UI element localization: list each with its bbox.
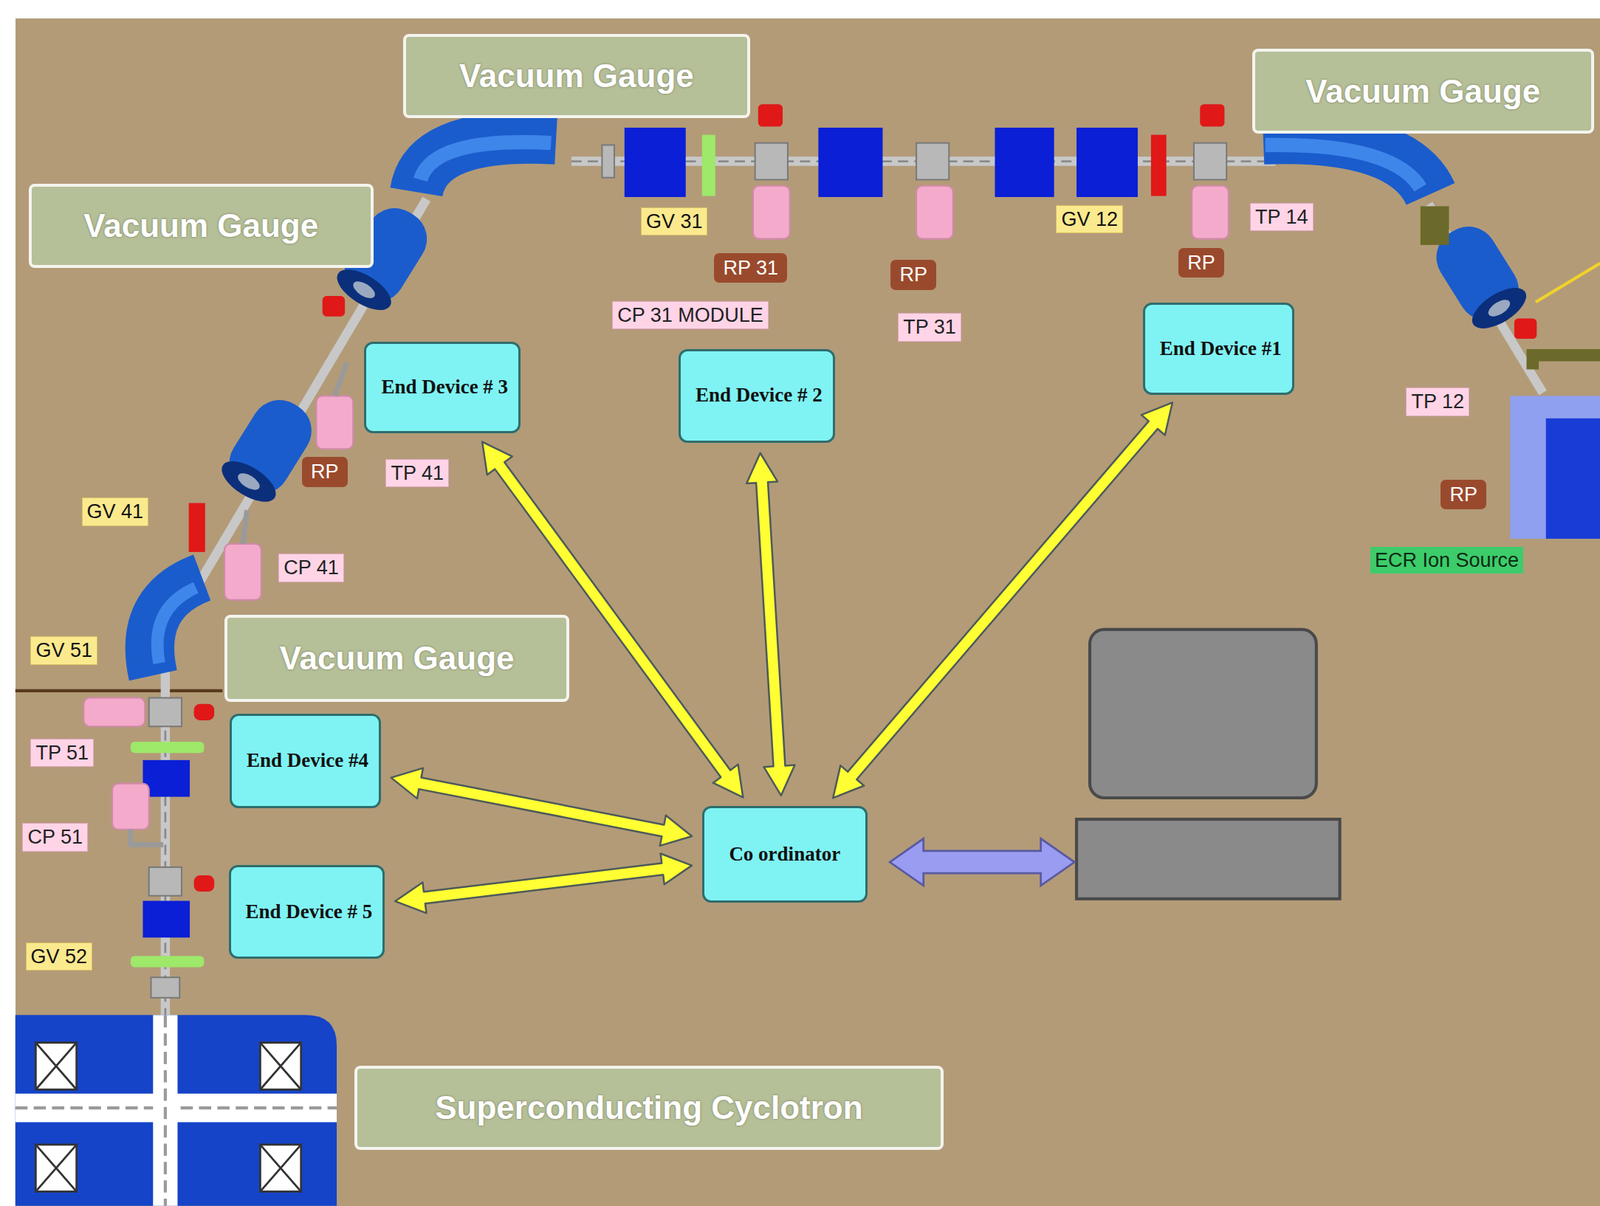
vacuum-gauge-box: Vacuum Gauge xyxy=(224,615,570,702)
part-label: CP 51 xyxy=(22,823,88,852)
callout-line xyxy=(1535,263,1600,303)
vacuum-gauge-box: Vacuum Gauge xyxy=(28,183,374,269)
part-label: GV 12 xyxy=(1055,205,1124,234)
computer xyxy=(1076,629,1341,900)
part-label: ECR Ion Source xyxy=(1370,547,1524,574)
part-label: TP 41 xyxy=(385,459,449,488)
end-device-box: End Device #4 xyxy=(229,713,381,808)
part-label: GV 41 xyxy=(81,497,150,526)
end-device-box: End Device #1 xyxy=(1142,302,1295,395)
cyclotron xyxy=(15,1015,337,1206)
part-label: GV 52 xyxy=(25,942,94,971)
vacuum-pump xyxy=(83,186,1229,830)
ecr-ion-source xyxy=(1420,205,1600,539)
data-link-arrow xyxy=(391,768,692,847)
part-label: GV 51 xyxy=(30,636,98,665)
part-label: CP 31 MODULE xyxy=(612,301,769,330)
beam-pipe xyxy=(165,161,1544,1022)
node-text: End Device # 2 xyxy=(695,383,823,409)
coordinator-box: Co ordinator xyxy=(702,806,868,903)
link-arrow xyxy=(889,838,1075,887)
part-label: CP 41 xyxy=(278,553,345,582)
part-label: RP xyxy=(1440,479,1487,510)
node-text: End Device #4 xyxy=(246,748,369,774)
part-label: TP 14 xyxy=(1250,203,1314,232)
data-link-arrow xyxy=(395,854,692,915)
vacuum-gauge-box: Vacuum Gauge xyxy=(1252,48,1595,134)
valve-actuator xyxy=(194,104,1538,892)
node-text: End Device #1 xyxy=(1159,336,1282,362)
title-banner: Superconducting Cyclotron xyxy=(354,1066,945,1150)
part-label: TP 31 xyxy=(897,313,962,342)
part-label: RP xyxy=(1178,248,1225,278)
wall-line xyxy=(15,689,223,693)
solenoid-lens xyxy=(215,197,1533,511)
end-device-box: End Device # 5 xyxy=(228,865,386,960)
node-text: Vacuum Gauge xyxy=(83,207,319,245)
part-label: RP xyxy=(890,259,937,290)
part-label: TP 12 xyxy=(1405,387,1470,416)
data-link-arrow xyxy=(746,453,795,796)
end-device-box: End Device # 2 xyxy=(678,349,836,444)
part-label: RP xyxy=(301,457,348,487)
node-text: Superconducting Cyclotron xyxy=(434,1089,863,1127)
end-device-box: End Device # 3 xyxy=(364,341,521,434)
diagnostic-cross xyxy=(149,143,1227,999)
vacuum-gauge-box: Vacuum Gauge xyxy=(403,33,751,119)
part-label: GV 31 xyxy=(640,207,709,236)
node-text: Vacuum Gauge xyxy=(459,57,695,95)
node-text: Vacuum Gauge xyxy=(279,640,515,678)
node-text: End Device # 3 xyxy=(380,375,508,401)
data-link-arrow xyxy=(832,402,1173,799)
part-label: RP 31 xyxy=(713,253,788,283)
node-text: End Device # 5 xyxy=(245,900,373,926)
part-label: TP 51 xyxy=(30,739,94,768)
node-text: Vacuum Gauge xyxy=(1305,73,1541,111)
node-text: Co ordinator xyxy=(728,843,841,867)
